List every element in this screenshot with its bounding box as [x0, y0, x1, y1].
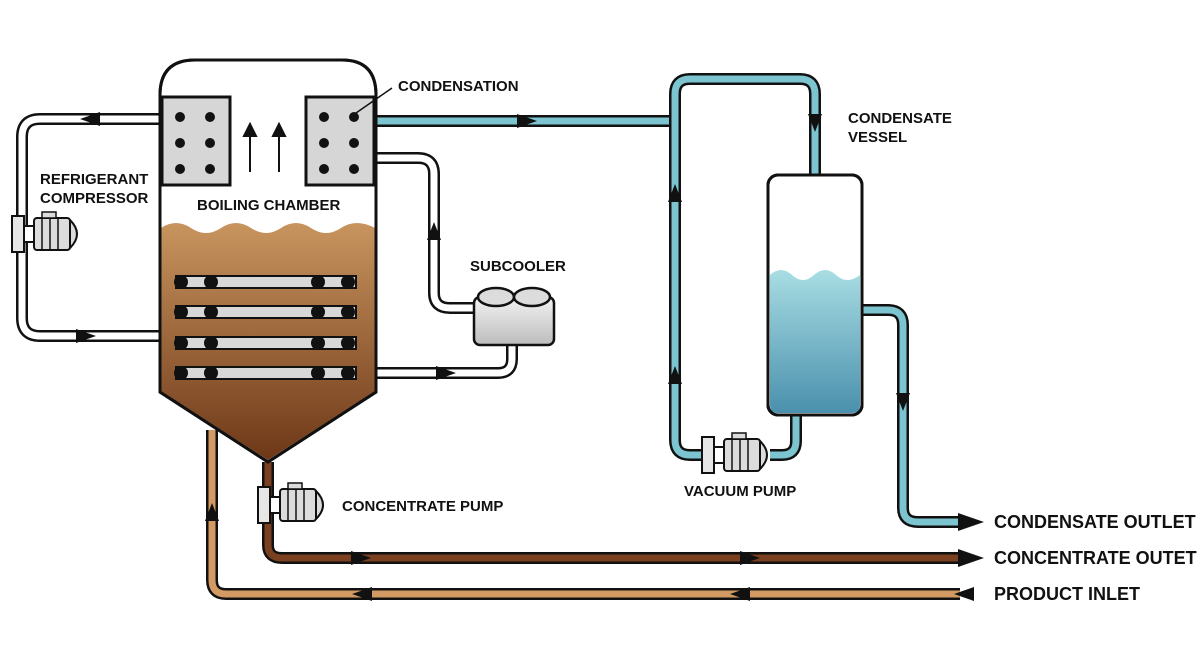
- condenser-block-right: [304, 95, 376, 187]
- condensation-label: CONDENSATION: [398, 78, 519, 95]
- refrigerant-to-subcooler-pipe: [376, 152, 476, 314]
- condensation-leader: [355, 87, 393, 114]
- refrigerant-compressor-label-line1: REFRIGERANT: [40, 171, 148, 188]
- boiling-chamber: [158, 58, 378, 464]
- vacuum-loop-pipe: [669, 73, 821, 461]
- refrigerant-compressor: [11, 211, 78, 253]
- product-inlet-label: PRODUCT INLET: [994, 584, 1140, 604]
- boiling-chamber-label: BOILING CHAMBER: [197, 197, 340, 214]
- condensate-vessel: [766, 173, 864, 417]
- heating-coils: [174, 275, 357, 380]
- subcooler: [472, 286, 556, 347]
- condensate-outlet-pipe: [862, 304, 960, 528]
- concentrate-pump: [257, 482, 324, 524]
- condenser-block-left: [160, 95, 232, 187]
- concentrate-outlet-label: CONCENTRATE OUTET: [994, 548, 1197, 568]
- condensate-vessel-label-line2: VESSEL: [848, 129, 907, 146]
- flow-arrows: [76, 112, 984, 601]
- subcooler-return-pipe: [376, 338, 518, 379]
- vacuum-pump-label: VACUUM PUMP: [684, 483, 796, 500]
- concentrate-pump-label: CONCENTRATE PUMP: [342, 498, 503, 515]
- product-inlet-pipe: [206, 430, 960, 600]
- vapor-arrows: [242, 121, 287, 172]
- vacuum-pump: [701, 432, 768, 474]
- subcooler-label: SUBCOOLER: [470, 258, 566, 275]
- concentrate-outlet-pipe: [262, 462, 960, 564]
- refrigerant-compressor-label-line2: COMPRESSOR: [40, 190, 149, 207]
- condensate-outlet-label: CONDENSATE OUTLET: [994, 512, 1196, 532]
- condensate-vessel-label-line1: CONDENSATE: [848, 110, 952, 127]
